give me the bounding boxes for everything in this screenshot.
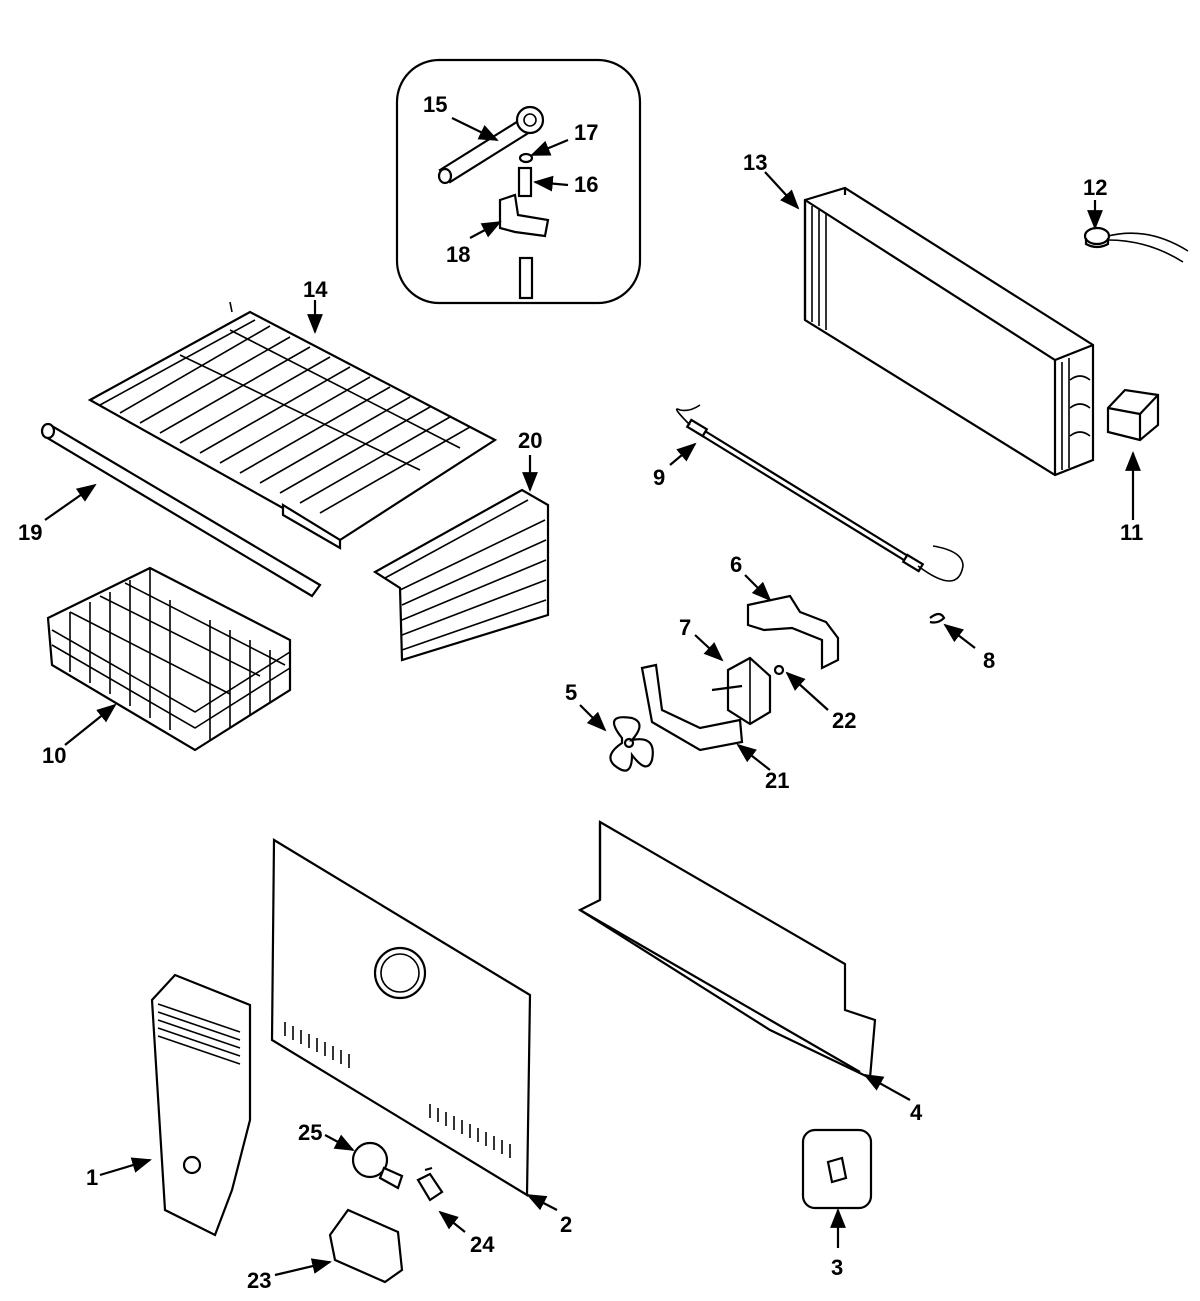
callout-17: 17 (574, 120, 598, 145)
part-4-trough (577, 820, 877, 1080)
callout-10: 10 (42, 743, 66, 768)
part-3-switch (801, 1128, 873, 1210)
callout-3: 3 (831, 1255, 843, 1280)
part-18-hinge-bracket (498, 193, 550, 238)
callout-12: 12 (1083, 175, 1107, 200)
part-8-clip (929, 612, 946, 624)
callout-7: 7 (679, 615, 691, 640)
callout-4: 4 (910, 1100, 923, 1125)
part-23-light-cover (328, 1208, 404, 1284)
part-22-grommet (773, 664, 785, 676)
callout-22: 22 (832, 708, 856, 733)
callout-5: 5 (565, 680, 577, 705)
leader-lines (44, 117, 1141, 1277)
callout-24: 24 (470, 1232, 495, 1257)
callout-23: 23 (247, 1268, 271, 1293)
part-6-bracket (746, 594, 840, 670)
hinge-shaft (518, 256, 534, 300)
part-17-washer (518, 152, 534, 164)
part-12-sensor (1083, 226, 1189, 263)
callout-8: 8 (983, 648, 995, 673)
part-1-control-housing (150, 973, 252, 1237)
callout-6: 6 (730, 552, 742, 577)
callout-labels: 15 17 16 18 14 13 12 11 9 19 20 10 6 7 8… (18, 92, 1143, 1293)
part-9-defrost-heater (675, 404, 964, 582)
part-20-cover-panel (372, 488, 550, 662)
part-16-bushing (517, 166, 533, 198)
callout-13: 13 (743, 150, 767, 175)
callout-21: 21 (765, 768, 789, 793)
callout-18: 18 (446, 242, 470, 267)
part-5-fan-blade (609, 716, 654, 772)
callout-19: 19 (18, 520, 42, 545)
callout-14: 14 (303, 277, 328, 302)
callout-2: 2 (560, 1212, 572, 1237)
part-25-light-bulb (351, 1141, 404, 1190)
part-13-evaporator (803, 186, 1095, 477)
hinge-inset (395, 58, 642, 305)
part-7-fan-motor (711, 656, 772, 726)
part-19-trim-strip (40, 422, 322, 598)
part-14-wire-shelf (87, 301, 498, 550)
part-11-terminal-block (1106, 388, 1160, 442)
callout-16: 16 (574, 172, 598, 197)
part-10-basket (46, 566, 292, 752)
part-24-socket (416, 1166, 444, 1202)
callout-25: 25 (298, 1120, 322, 1145)
callout-11: 11 (1120, 520, 1143, 545)
callout-15: 15 (423, 92, 447, 117)
part-21-motor-bracket (640, 663, 744, 752)
callout-9: 9 (653, 465, 665, 490)
callout-1: 1 (86, 1165, 98, 1190)
callout-20: 20 (518, 428, 542, 453)
